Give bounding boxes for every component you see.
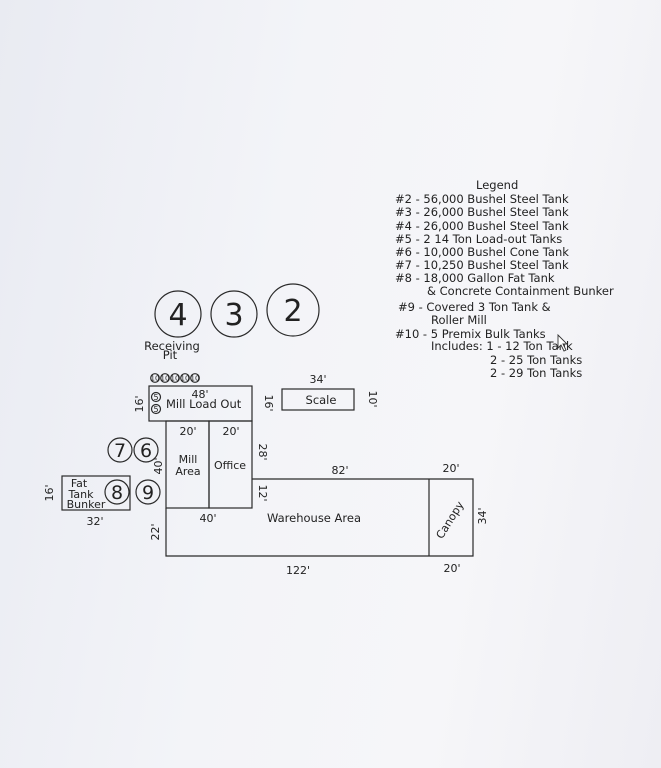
tank-10-circle [160,373,170,383]
fat-tank-bunker-label: Tank [68,488,95,501]
tank-2-label: 2 [283,294,302,329]
tank-10-label: 10 [161,375,170,383]
warehouse-label: Warehouse Area [267,511,361,525]
tank-3-label: 3 [224,298,243,333]
scale-label: Scale [306,393,337,407]
tank-2-circle [266,283,320,337]
legend-line: #3 - 26,000 Bushel Steel Tank [395,205,569,219]
dim-office-width: 20' [222,425,239,438]
dim-fat-height: 16' [43,484,56,501]
tank-5-circle [150,391,162,403]
dim-fat-width: 32' [86,515,103,528]
dim-lower-left-height: 22' [149,523,162,540]
fat-tank-bunker-label: Bunker [67,498,106,511]
dim-warehouse-top: 82' [331,464,348,477]
dim-mill-width: 20' [179,425,196,438]
legend-line: #2 - 56,000 Bushel Steel Tank [395,192,569,206]
dim-warehouse-step: 12' [256,484,269,501]
legend-line: 2 - 25 Ton Tanks [490,353,582,367]
canopy-label: Canopy [433,499,466,542]
legend-line: 2 - 29 Ton Tanks [490,366,582,380]
legend-line: #5 - 2 14 Ton Load-out Tanks [395,232,562,246]
legend: Legend #2 - 56,000 Bushel Steel Tank #3 … [395,178,614,380]
legend-line: #8 - 18,000 Gallon Fat Tank [395,271,555,285]
dim-load-out-right: 16' [262,394,275,411]
tank-6-label: 6 [140,440,152,462]
tank-10-circle [180,373,190,383]
dim-total-bottom: 122' [286,564,310,577]
legend-line: #9 - Covered 3 Ton Tank & [398,300,551,314]
fat-tank-bunker-box [61,475,131,511]
dim-scale-height: 10' [366,390,379,407]
dim-scale-width: 34' [309,373,326,386]
fat-tank-bunker-label: Fat [71,477,88,490]
warehouse-outline [165,478,474,557]
dim-canopy-height: 34' [476,507,489,524]
office-label: Office [214,459,246,472]
office-box [208,420,253,509]
dim-load-out-left: 16' [133,395,146,412]
dim-load-out-width: 48' [191,388,208,401]
tank-10-label: 10 [191,375,200,383]
tank-10-circle [150,373,160,383]
tank-7-circle [107,437,133,463]
tank-9-circle [135,479,161,505]
mill-load-out-label: Mill Load Out [166,397,242,411]
tank-4-circle [154,290,202,338]
tank-10-label: 10 [151,375,160,383]
tank-9-label: 9 [142,482,154,504]
legend-title: Legend [476,178,518,192]
mill-area-label: Mill [179,453,198,466]
legend-line: Includes: 1 - 12 Ton Tank [431,339,573,353]
legend-line: #6 - 10,000 Bushel Cone Tank [395,245,569,259]
dim-lower-left-width: 40' [199,512,216,525]
tank-5-label: 5 [153,405,158,414]
legend-line: #4 - 26,000 Bushel Steel Tank [395,219,569,233]
premix-tanks-10: 10 10 10 10 10 [150,373,200,383]
dim-office-height: 28' [256,443,269,460]
dim-canopy-bottom: 20' [443,562,460,575]
tank-10-label: 10 [171,375,180,383]
legend-line: Roller Mill [431,313,487,327]
tank-5-circle [150,403,162,415]
tank-6-circle [133,437,159,463]
tank-10-circle [170,373,180,383]
legend-line: & Concrete Containment Bunker [427,284,614,298]
tank-4-label: 4 [168,298,187,333]
tank-3-circle [210,290,258,338]
receiving-pit-label: Pit [163,348,178,362]
tank-8-circle [104,479,130,505]
tank-10-circle [190,373,200,383]
receiving-pit-label: Receiving [144,339,200,353]
tank-10-label: 10 [181,375,190,383]
tank-7-label: 7 [114,440,126,462]
mouse-cursor-icon [557,333,569,352]
legend-line: #10 - 5 Premix Bulk Tanks [395,327,546,341]
scale-box [281,388,355,411]
dim-mill-height: 40' [152,457,165,474]
dim-canopy-top: 20' [442,462,459,475]
mill-area-label: Area [175,465,200,478]
tank-8-label: 8 [111,482,123,504]
tank-5-label: 5 [153,393,158,402]
legend-line: #7 - 10,250 Bushel Steel Tank [395,258,569,272]
